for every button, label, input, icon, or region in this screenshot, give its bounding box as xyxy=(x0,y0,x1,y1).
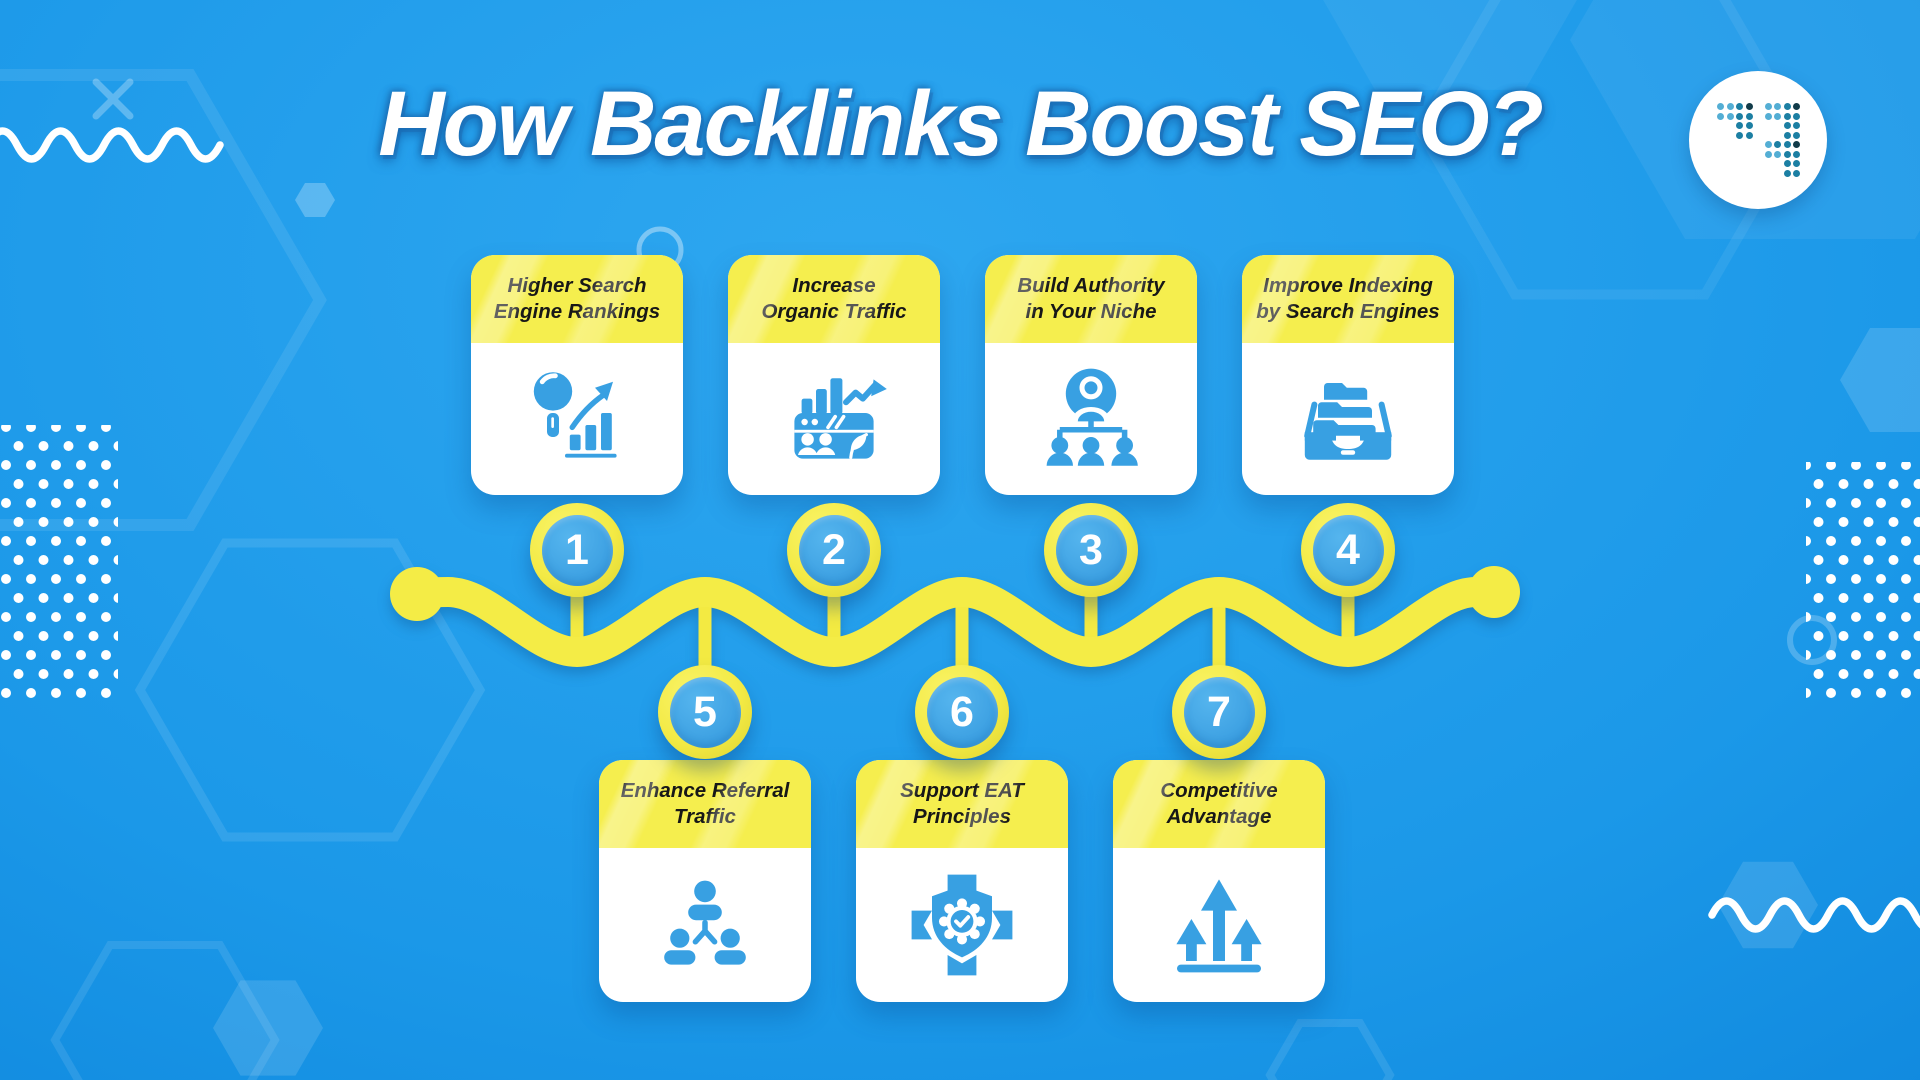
hexagon-solid-top-center xyxy=(1323,0,1577,90)
step-card-4: Improve Indexing by Search Engines xyxy=(1242,255,1454,495)
squiggle-bottom-right xyxy=(1708,897,1920,933)
step-circle-4: 4 xyxy=(1301,503,1395,597)
step-card-7: Competitive Advantage xyxy=(1113,760,1325,1002)
step-circle-6: 6 xyxy=(915,665,1009,759)
dots-pattern-right xyxy=(1806,462,1920,702)
step-circle-1: 1 xyxy=(530,503,624,597)
step-circle-5: 5 xyxy=(658,665,752,759)
logo-dot-grid xyxy=(1716,102,1802,178)
card-title-line: Principles xyxy=(913,805,1011,828)
organic-traffic-icon xyxy=(794,378,887,459)
card-header: Improve Indexing by Search Engines xyxy=(1242,255,1454,343)
card-header: Enhance Referral Traffic xyxy=(599,760,811,848)
card-title-line: in Your Niche xyxy=(1025,300,1157,323)
hexagon-outline-bottom-center xyxy=(1265,1019,1395,1080)
step-circle-3: 3 xyxy=(1044,503,1138,597)
card-title-line: Advantage xyxy=(1166,805,1272,828)
step-number: 3 xyxy=(1055,514,1127,586)
card-title-line: Support EAT xyxy=(900,778,1024,802)
referral-people-icon xyxy=(664,880,746,965)
card-title-line: Organic Traffic xyxy=(761,300,907,323)
step-circle-7: 7 xyxy=(1172,665,1266,759)
step-card-1: Higher Search Engine Rankings xyxy=(471,255,683,495)
card-header: Build Authority in Your Niche xyxy=(985,255,1197,343)
authority-network-icon xyxy=(1046,368,1138,466)
card-header: Increase Organic Traffic xyxy=(728,255,940,343)
card-body xyxy=(856,848,1068,1002)
hexagon-small-solid xyxy=(295,183,335,217)
step-number: 4 xyxy=(1312,514,1384,586)
card-title-line: Build Authority xyxy=(1017,273,1165,297)
card-title-line: by Search Engines xyxy=(1256,300,1440,323)
card-body xyxy=(985,343,1197,495)
eat-badge-icon xyxy=(911,874,1013,976)
hexagon-solid-bottom-left xyxy=(213,980,323,1076)
step-number: 2 xyxy=(798,514,870,586)
card-header: Higher Search Engine Rankings xyxy=(471,255,683,343)
card-body xyxy=(599,848,811,1002)
card-title-line: Enhance Referral xyxy=(620,778,790,802)
hexagon-outline-left xyxy=(0,69,327,531)
cross-icon xyxy=(92,78,134,120)
card-title-line: Higher Search xyxy=(507,273,647,297)
step-card-3: Build Authority in Your Niche xyxy=(985,255,1197,495)
step-number: 7 xyxy=(1183,676,1255,748)
card-title-line: Increase xyxy=(792,273,876,297)
step-number: 6 xyxy=(926,676,998,748)
ring-right xyxy=(1787,615,1837,665)
hexagon-solid-bottom-right xyxy=(1718,861,1818,949)
card-body xyxy=(471,343,683,495)
dot-matrix-logo xyxy=(1689,71,1827,209)
page-title: How Backlinks Boost SEO? xyxy=(378,73,1544,175)
card-title-line: Improve Indexing xyxy=(1263,273,1433,297)
hexagon-outline-top-right xyxy=(1414,0,1806,300)
competitive-arrows-icon xyxy=(1176,879,1262,973)
step-number: 5 xyxy=(669,676,741,748)
card-title-line: Traffic xyxy=(674,805,736,828)
hexagon-outline-left-mid xyxy=(134,538,486,842)
step-card-6: Support EAT Principles xyxy=(856,760,1068,1002)
dots-pattern-left xyxy=(0,425,118,700)
step-circle-2: 2 xyxy=(787,503,881,597)
step-card-2: Increase Organic Traffic xyxy=(728,255,940,495)
card-title-line: Competitive xyxy=(1160,778,1278,802)
indexing-folders-icon xyxy=(1304,383,1392,460)
card-header: Competitive Advantage xyxy=(1113,760,1325,848)
step-card-5: Enhance Referral Traffic xyxy=(599,760,811,1002)
squiggle-top-left xyxy=(0,127,224,163)
card-body xyxy=(1242,343,1454,495)
hexagon-outline-bottom-left xyxy=(50,941,280,1080)
step-number: 1 xyxy=(541,514,613,586)
card-body xyxy=(1113,848,1325,1002)
search-rankings-icon xyxy=(533,372,617,458)
card-body xyxy=(728,343,940,495)
card-title-line: Engine Rankings xyxy=(493,300,661,323)
card-header: Support EAT Principles xyxy=(856,760,1068,848)
hexagon-solid-right-edge xyxy=(1840,328,1920,432)
